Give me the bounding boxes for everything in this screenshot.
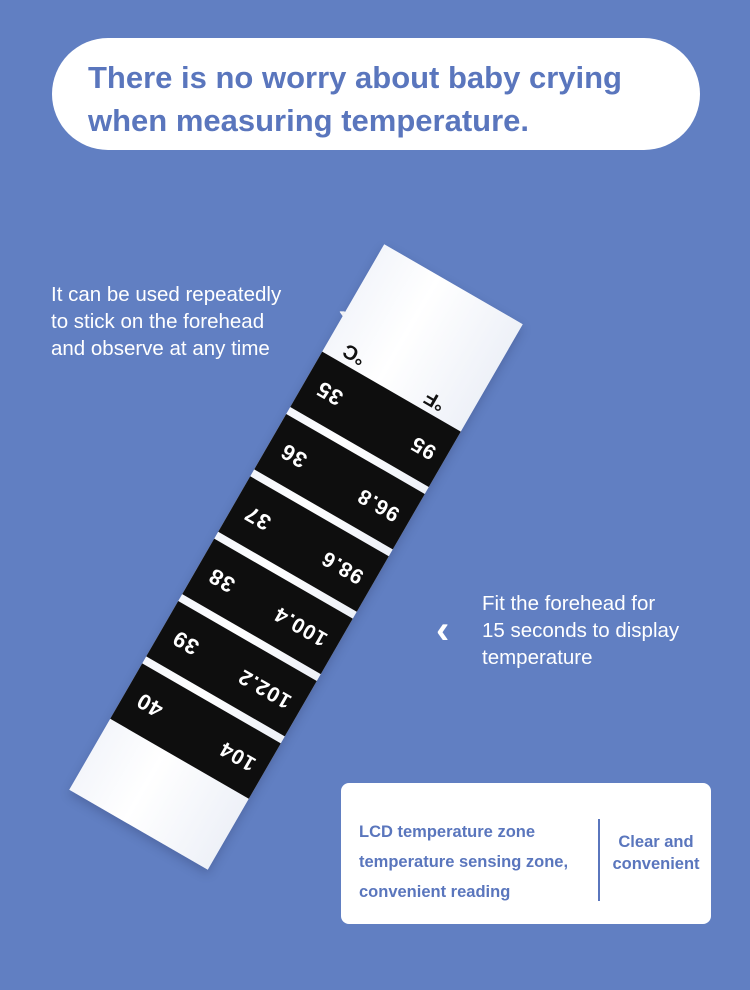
- fahrenheit-value: 98.6: [317, 546, 368, 589]
- fahrenheit-value: 100.4: [270, 602, 332, 651]
- celsius-value: 36: [275, 438, 312, 474]
- headline-line-1: There is no worry about baby crying: [88, 60, 622, 95]
- clear-convenient-line-1: Clear and: [618, 833, 694, 851]
- callout-reusable-line-3: and observe at any time: [51, 337, 270, 360]
- headline-banner: There is no worry about baby crying when…: [52, 38, 700, 150]
- clear-convenient-label: Clear and convenient: [607, 831, 705, 875]
- feature-info-card: LCD temperature zone temperature sensing…: [341, 783, 711, 924]
- callout-reusable-line-2: to stick on the forehead: [51, 310, 265, 333]
- callout-reusable: It can be used repeatedly to stick on th…: [51, 281, 281, 362]
- fahrenheit-value: 102.2: [234, 664, 296, 714]
- headline-line-2: when measuring temperature.: [88, 103, 530, 138]
- celsius-value: 35: [311, 375, 348, 411]
- clear-convenient-line-2: convenient: [612, 855, 700, 873]
- lcd-zone-line-2: temperature sensing zone,: [359, 853, 569, 871]
- callout-fit-forehead: Fit the forehead for 15 seconds to displ…: [482, 590, 679, 671]
- celsius-value: 37: [239, 500, 276, 536]
- lcd-zone-line-1: LCD temperature zone: [359, 823, 536, 841]
- callout-fit-line-1: Fit the forehead for: [482, 592, 656, 615]
- celsius-value: 38: [203, 562, 240, 598]
- fahrenheit-value: 96.8: [353, 483, 404, 527]
- fahrenheit-value: 104: [215, 736, 260, 776]
- callout-fit-line-2: 15 seconds to display: [482, 619, 680, 642]
- lcd-zone-line-3: convenient reading: [359, 883, 511, 901]
- celsius-value: 40: [131, 687, 168, 723]
- fahrenheit-value: 95: [406, 431, 440, 464]
- celsius-value: 39: [167, 625, 204, 661]
- callout-fit-line-3: temperature: [482, 646, 593, 669]
- chevron-left-icon: ‹: [436, 608, 450, 652]
- lcd-zone-description: LCD temperature zone temperature sensing…: [359, 817, 568, 907]
- callout-reusable-line-1: It can be used repeatedly: [51, 283, 282, 306]
- card-divider: [598, 819, 600, 901]
